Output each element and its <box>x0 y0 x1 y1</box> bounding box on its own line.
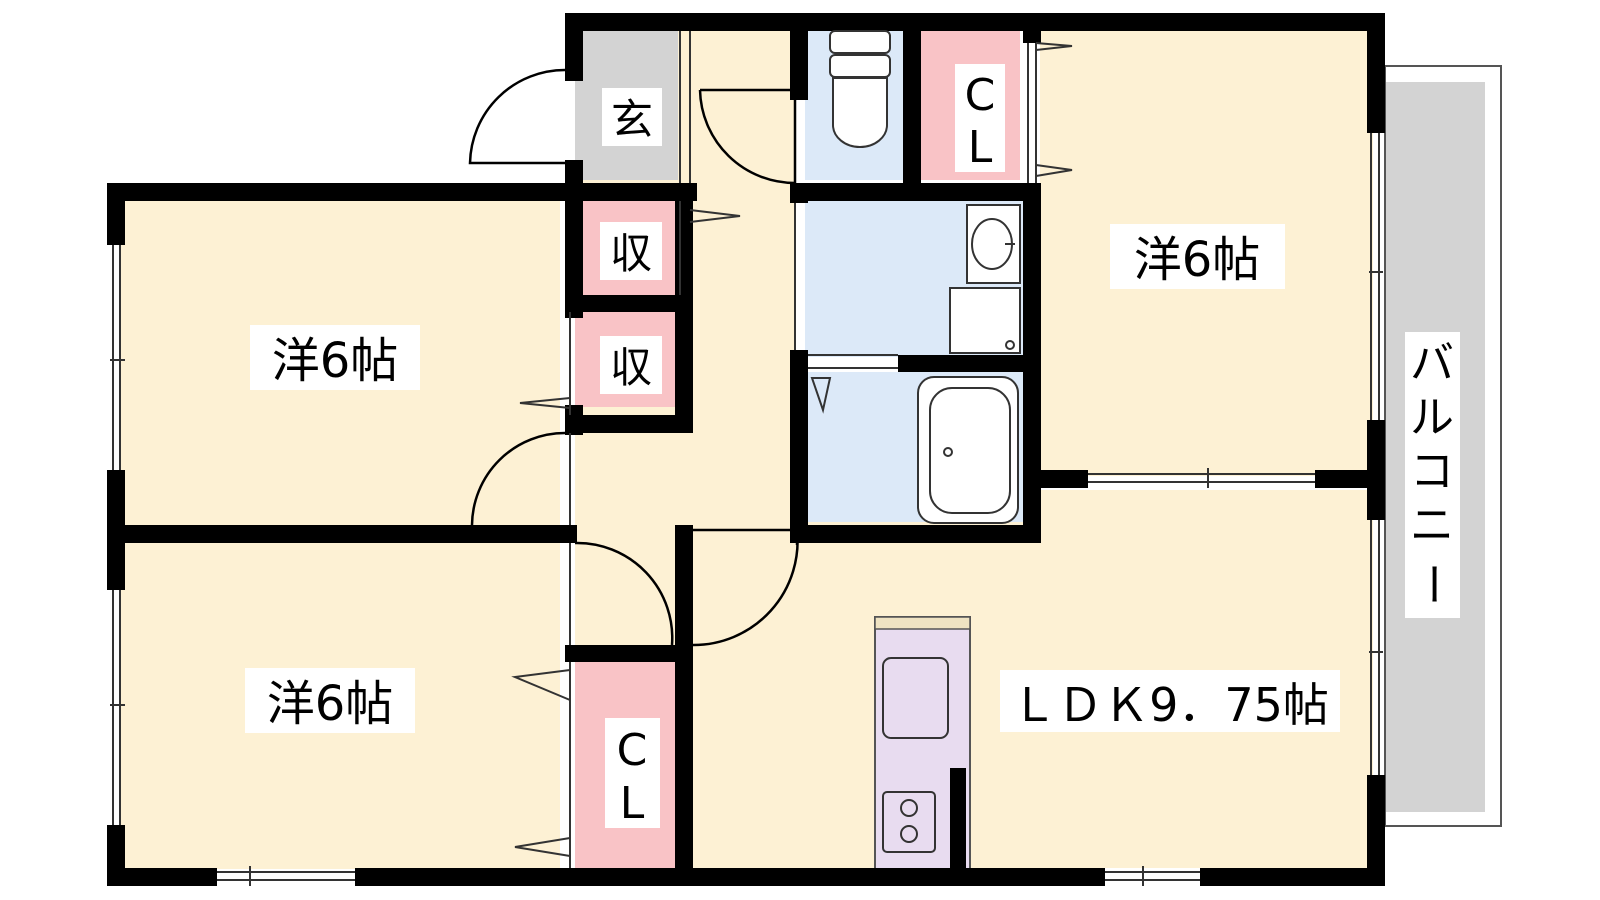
label-balcony-char-0: バ <box>1410 338 1454 389</box>
label-entrance: 玄 <box>611 95 653 144</box>
label-balcony-char-1: ル <box>1410 392 1454 443</box>
label-western-top-left: 洋6帖 <box>272 333 399 389</box>
label-closet-bottom-line2: L <box>620 778 645 829</box>
sink-icon <box>949 204 1021 354</box>
label-balcony-char-3: ニ <box>1410 500 1454 551</box>
label-storage-upper: 収 <box>610 229 652 278</box>
door-swings <box>468 68 799 647</box>
label-balcony-char-2: コ <box>1410 446 1454 497</box>
room-fills <box>120 28 1502 871</box>
label-backgrounds <box>245 64 1460 828</box>
kitchen-sink-icon <box>882 657 949 739</box>
bathtub-icon <box>917 376 1019 524</box>
label-ldk: ＬＤＫ9．75帖 <box>1011 678 1329 732</box>
walls <box>107 13 1385 886</box>
stove-icon <box>882 791 936 853</box>
windows <box>110 31 1383 886</box>
label-closet-bottom-line1: C <box>617 725 648 776</box>
label-closet-top-line1: C <box>965 70 996 121</box>
label-closet-top-line2: L <box>968 122 993 173</box>
kitchen-backsplash <box>874 616 971 630</box>
label-storage-lower: 収 <box>610 343 652 392</box>
label-western-bottom-left: 洋6帖 <box>267 676 394 732</box>
room-labels: 洋6帖 洋6帖 洋6帖 ＬＤＫ9．75帖 玄 収 収 C L C L バ ル コ… <box>267 70 1458 829</box>
label-western-top-right: 洋6帖 <box>1134 232 1261 288</box>
label-balcony-char-4: ー <box>1407 562 1458 606</box>
toilet-icon <box>829 30 891 148</box>
